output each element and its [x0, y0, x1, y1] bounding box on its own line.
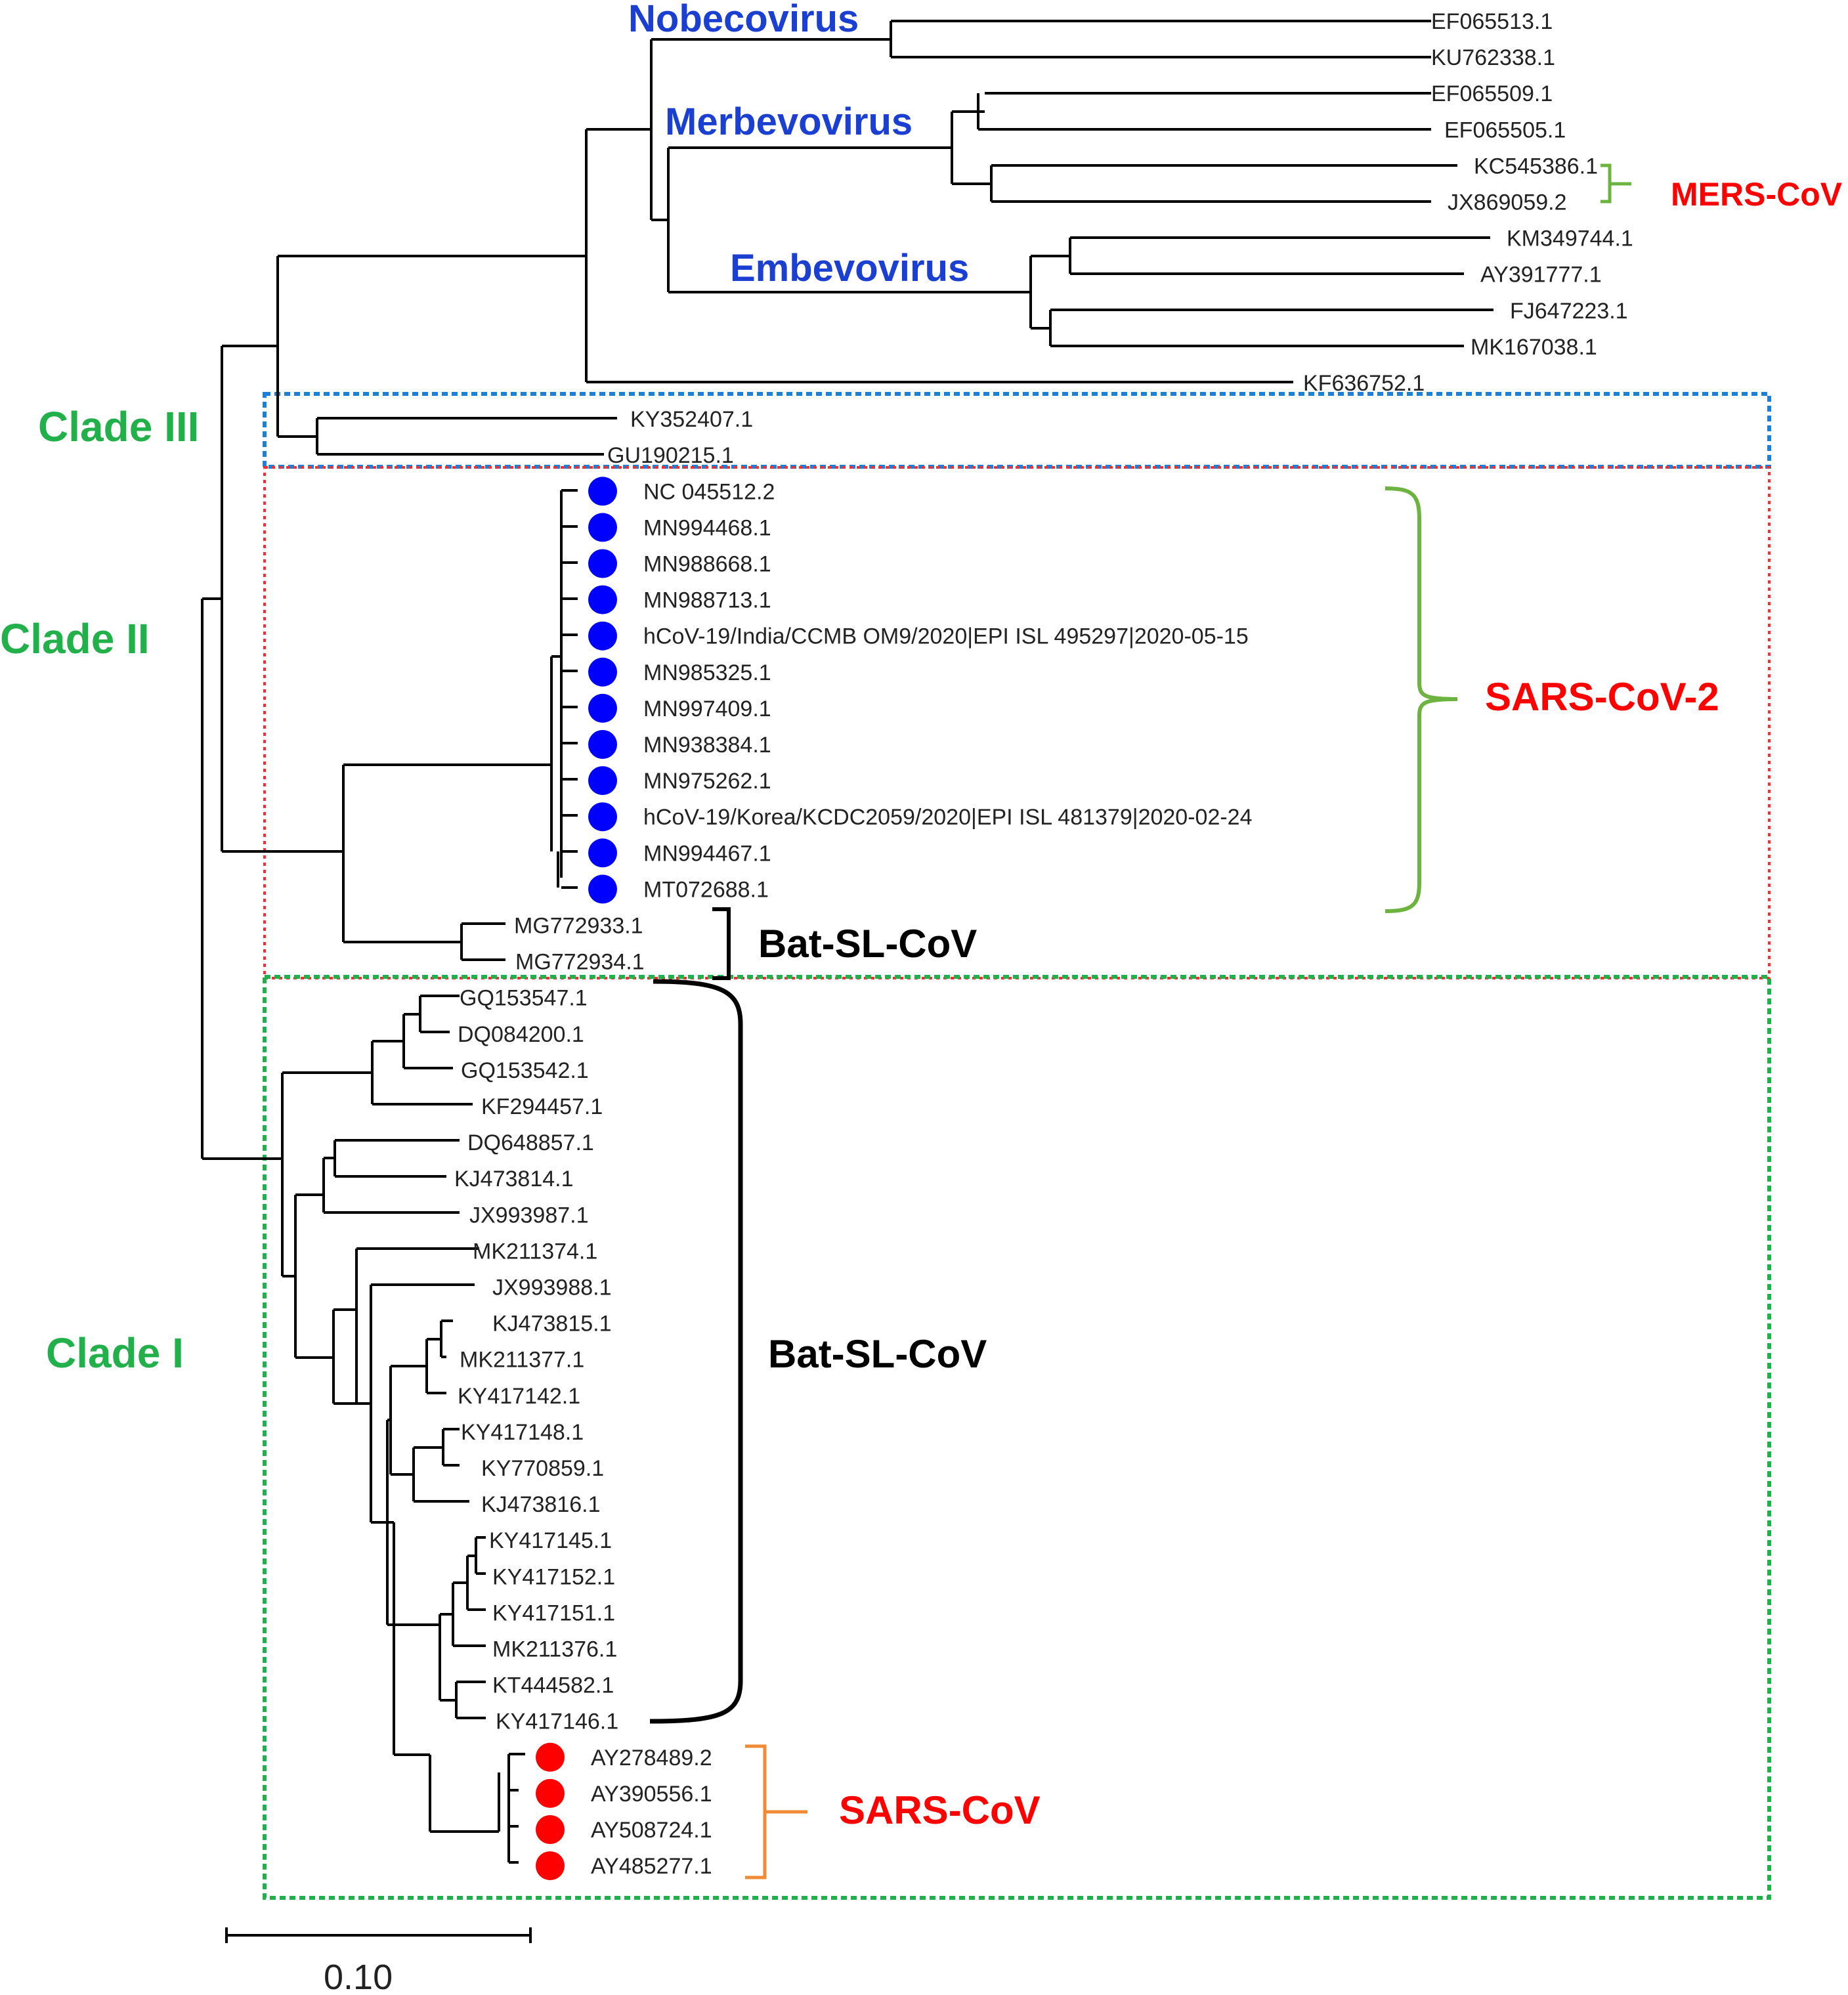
clade-boxes — [263, 392, 1771, 1900]
leaf-label: JX993987.1 — [469, 1203, 589, 1228]
leaf-label: KJ473815.1 — [492, 1312, 612, 1337]
group-brackets — [649, 163, 1631, 1879]
group-label-batsl-small: Bat-SL-CoV — [758, 922, 977, 966]
leaf-label: EF065505.1 — [1444, 118, 1566, 142]
leaf-label: MN975262.1 — [643, 769, 771, 794]
leaf-label: KY417145.1 — [489, 1528, 612, 1553]
leaf-label: KY417151.1 — [492, 1600, 615, 1625]
sars-bracket — [745, 1744, 807, 1879]
leaf-label: FJ647223.1 — [1510, 299, 1628, 324]
clade1-box — [263, 975, 1771, 1900]
group-labels: MERS-CoV SARS-CoV-2 Bat-SL-CoV Bat-SL-Co… — [758, 176, 1843, 1832]
sars2-marker-dot — [588, 730, 617, 759]
leaf-label: KY770859.1 — [481, 1456, 604, 1481]
batsl-large-bracket — [649, 979, 743, 1724]
leaf-label: hCoV-19/India/CCMB OM9/2020|EPI ISL 4952… — [643, 624, 1249, 649]
sars2-marker-dot — [588, 874, 617, 904]
leaf-label: MN994467.1 — [643, 841, 771, 866]
leaf-label: KY417148.1 — [461, 1420, 584, 1445]
leaf-markers — [536, 477, 617, 1881]
group-label-mers: MERS-CoV — [1671, 176, 1843, 213]
scale-bar — [225, 1927, 532, 1943]
clade3-box — [263, 392, 1771, 469]
sars-marker-dot — [536, 1778, 565, 1808]
leaf-label: AY485277.1 — [591, 1854, 712, 1879]
leaf-label: JX869059.2 — [1448, 190, 1567, 215]
leaf-label: MN997409.1 — [643, 697, 771, 721]
group-label-sars: SARS-CoV — [839, 1788, 1041, 1832]
clade2-box — [263, 466, 1771, 979]
leaf-label: MK211376.1 — [492, 1637, 617, 1662]
group-label-sars2: SARS-CoV-2 — [1485, 675, 1719, 719]
leaf-label: EF065513.1 — [1431, 9, 1553, 34]
sars-marker-dot — [536, 1742, 565, 1772]
leaf-label: AY390556.1 — [591, 1782, 712, 1807]
batsl-small-bracket — [712, 907, 731, 980]
leaf-label: AY508724.1 — [591, 1818, 712, 1843]
leaf-label: KY417152.1 — [492, 1564, 615, 1589]
leaf-label: MK167038.1 — [1471, 335, 1597, 360]
clade-label-clade2: Clade II — [0, 615, 150, 662]
sars2-marker-dot — [588, 657, 617, 687]
sars2-marker-dot — [588, 621, 617, 651]
leaf-label: AY391777.1 — [1480, 263, 1602, 288]
scale-bar-label: 0.10 — [324, 1958, 393, 1995]
leaf-label: KF294457.1 — [481, 1094, 603, 1119]
leaf-label: MN938384.1 — [643, 733, 771, 758]
clade-label-clade1: Clade I — [46, 1329, 184, 1377]
leaf-label: MG772934.1 — [515, 950, 645, 975]
sars2-marker-dot — [588, 838, 617, 868]
genus-label-embevovirus: Embevovirus — [730, 247, 969, 290]
leaf-label: KY417146.1 — [496, 1709, 618, 1734]
leaf-label: MT072688.1 — [643, 877, 769, 902]
leaf-label: KJ473814.1 — [454, 1167, 574, 1191]
leaf-label: NC 045512.2 — [643, 479, 775, 504]
mers-bracket — [1601, 163, 1631, 204]
sars2-marker-dot — [588, 549, 617, 578]
leaf-label: MK211374.1 — [473, 1239, 597, 1264]
leaf-label: KC545386.1 — [1474, 154, 1598, 179]
leaf-label: JX993988.1 — [492, 1276, 612, 1300]
clade-label-clade3: Clade III — [38, 403, 199, 450]
genus-label-nobecovirus: Nobecovirus — [628, 0, 859, 40]
leaf-label: DQ648857.1 — [467, 1130, 594, 1155]
sars-marker-dot — [536, 1815, 565, 1844]
genus-labels: Nobecovirus Merbevovirus Embevovirus — [628, 0, 969, 290]
sars2-marker-dot — [588, 693, 617, 723]
leaf-label: KJ473816.1 — [481, 1492, 601, 1517]
sars2-marker-dot — [588, 513, 617, 542]
leaf-label: KY352407.1 — [630, 407, 753, 432]
leaf-label: KF636752.1 — [1303, 371, 1425, 396]
leaf-label: EF065509.1 — [1431, 81, 1553, 106]
leaf-label: KM349744.1 — [1507, 226, 1633, 251]
leaf-label: MG772933.1 — [514, 914, 643, 939]
leaf-label: KY417142.1 — [458, 1384, 580, 1409]
sars2-marker-dot — [588, 477, 617, 506]
tree-branches — [201, 20, 1493, 1943]
sars-marker-dot — [536, 1851, 565, 1881]
leaf-label: KT444582.1 — [492, 1673, 614, 1698]
sars2-marker-dot — [588, 585, 617, 614]
leaf-label: MN994468.1 — [643, 515, 771, 540]
leaf-labels: EF065513.1KU762338.1EF065509.1EF065505.1… — [454, 9, 1633, 1879]
leaf-label: MK211377.1 — [460, 1348, 584, 1373]
leaf-label: GU190215.1 — [607, 443, 734, 468]
leaf-label: AY278489.2 — [591, 1746, 712, 1770]
sars2-bracket — [1385, 486, 1458, 913]
leaf-label: GQ153547.1 — [460, 986, 588, 1011]
leaf-label: KU762338.1 — [1431, 45, 1555, 70]
leaf-label: GQ153542.1 — [461, 1058, 589, 1083]
genus-label-merbevovirus: Merbevovirus — [665, 100, 913, 143]
leaf-label: hCoV-19/Korea/KCDC2059/2020|EPI ISL 4813… — [643, 805, 1253, 830]
sars2-marker-dot — [588, 766, 617, 796]
clade-labels: Clade III Clade II Clade I — [0, 403, 199, 1377]
group-label-batsl-large: Bat-SL-CoV — [768, 1332, 987, 1376]
leaf-label: MN988668.1 — [643, 552, 771, 577]
sars2-marker-dot — [588, 802, 617, 832]
leaf-label: DQ084200.1 — [458, 1022, 584, 1047]
leaf-label: MN985325.1 — [643, 660, 771, 685]
leaf-label: MN988713.1 — [643, 588, 771, 613]
